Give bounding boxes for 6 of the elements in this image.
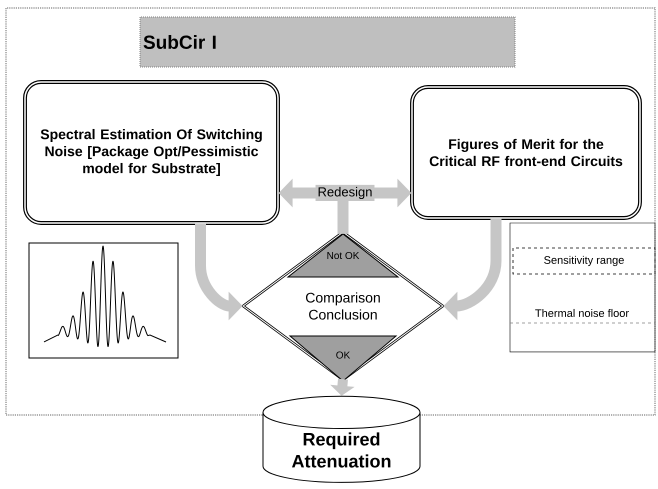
chart-box: Sensitivity range Thermal noise floor	[510, 222, 656, 352]
process-box: Figures of Merit for the Critical RF front-end Circuits	[410, 85, 642, 220]
cylinder: Required Attenuation	[262, 396, 420, 483]
heading-band: SubCir I	[140, 16, 516, 68]
edge-label: Redesign	[316, 184, 374, 202]
process-box: Spectral Estimation Of Switching Noise [Package Opt/Pessimistic model for Substrate]	[23, 80, 280, 225]
